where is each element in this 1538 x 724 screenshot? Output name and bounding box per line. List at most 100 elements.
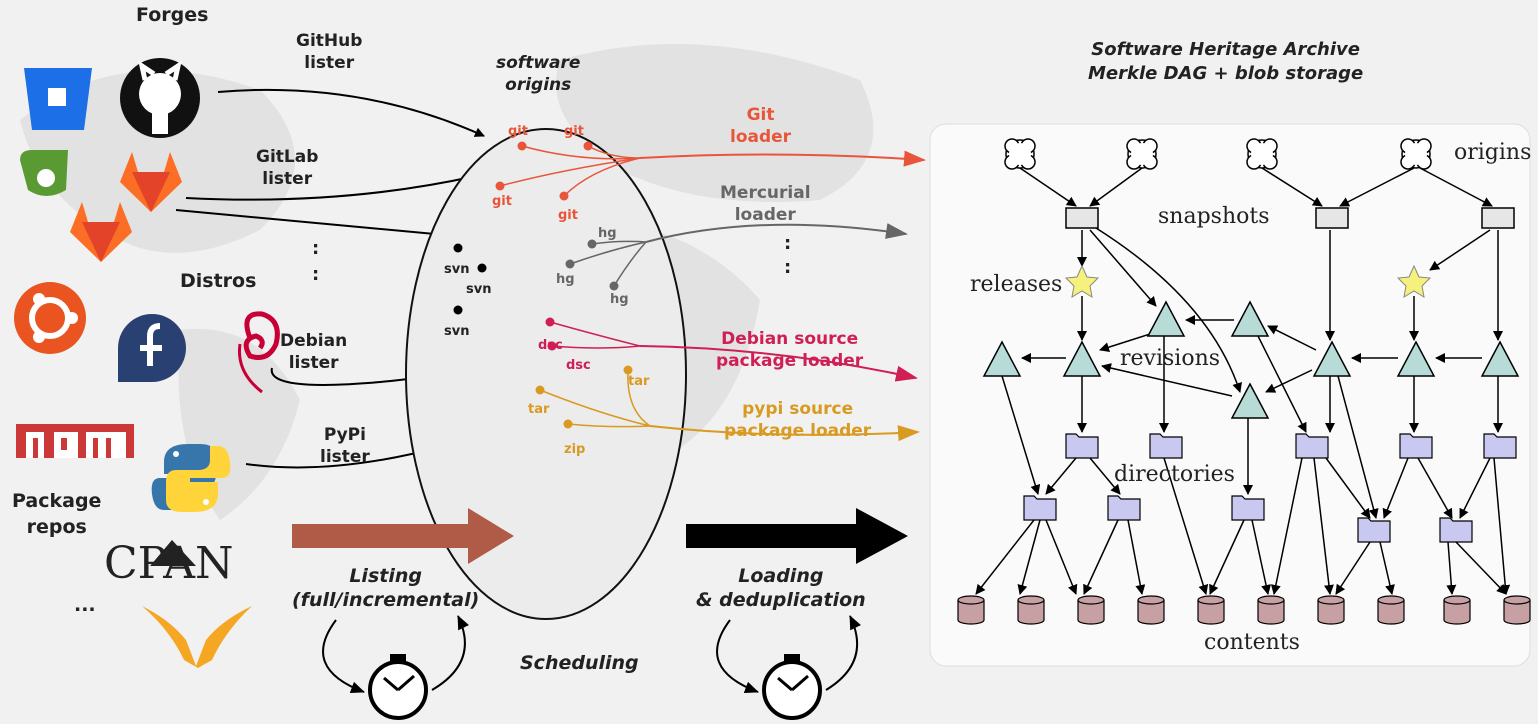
git-label: git [558,208,578,223]
snapshot-node [1481,207,1515,229]
directory-node [1065,433,1099,459]
ubuntu-icon [14,282,86,354]
mercurial-loader: Mercurial loader [720,183,811,225]
gitlab-lister: GitLab lister [256,147,319,189]
git-label: git [564,124,584,139]
hg-origin-dots [565,239,619,291]
dsc-label: dsc [566,358,591,373]
hg-label: hg [556,272,575,287]
debian-icon [237,311,280,394]
origin-node [1400,138,1432,170]
origin-node [1246,138,1278,170]
software-origins-set [405,128,687,620]
directory-node [1107,495,1141,521]
revision-node [1230,300,1270,337]
software-origins-title: software origins [496,53,581,95]
archive-title: Software Heritage Archive Merkle DAG + b… [1088,39,1364,84]
origin-node [1126,138,1158,170]
loading-label: Loading & deduplication [696,565,866,611]
git-loader: Git loader [730,105,792,147]
content-blob-node [1377,595,1405,625]
release-node [1064,264,1100,298]
scheduling-label: Scheduling [520,652,639,674]
directory-node [1357,517,1391,543]
listers-dots-2: : [312,264,320,285]
loading-arrow [686,508,908,564]
loaders-dots: : [784,233,792,254]
package-repos-heading: Package repos [12,490,102,538]
listing-label: Listing (full/incremental) [292,565,480,611]
pypi-lister: PyPi lister [320,425,370,467]
hg-label: hg [610,292,629,307]
fdroid-or-vim-logo [142,606,252,668]
distros-heading: Distros [180,270,257,292]
revision-node [1146,300,1186,337]
git-origin-dots [495,141,593,201]
dsc-origins [549,321,918,382]
content-blob-node [1443,595,1471,625]
directory-node [1483,433,1517,459]
gitlab-icon-2 [70,202,132,262]
listing-arrow [292,508,514,564]
svn-label: svn [444,262,470,277]
tar-label: tar [528,402,550,417]
npm-icon [16,424,134,458]
git-label: git [492,194,512,209]
directory-node [1439,517,1473,543]
content-blob-node [1017,595,1045,625]
origin-node [1004,138,1036,170]
svn-origin-dots [453,243,487,315]
github-lister: GitHub lister [296,31,363,73]
fedora-icon [118,314,186,382]
directory-node [1149,433,1183,459]
content-blob-node [957,595,985,625]
svn-label: svn [466,282,492,297]
python-icon [151,444,231,512]
merkle-dag [957,138,1531,625]
pypi-origins [539,369,920,442]
hg-label: hg [598,226,617,241]
release-node [1396,264,1432,298]
directories-label: directories [1114,462,1235,487]
svn-label: svn [444,324,470,339]
dsc-label: dsc [538,338,563,353]
directory-node [1295,433,1329,459]
revisions-label: revisions [1120,346,1221,371]
revision-node [1480,340,1520,377]
revision-node [1312,340,1352,377]
contents-label: contents [1204,630,1300,655]
dsc-origin-dots [545,317,557,351]
debian-loader: Debian source package loader [716,329,864,371]
gogs-icon [20,150,68,196]
loading-clock-icon [716,615,862,720]
cpan-logo: CPAN [104,538,234,589]
releases-label: releases [970,272,1063,297]
snapshot-node [1065,207,1099,229]
loaders-dots-2: : [784,257,792,278]
revision-node [1230,382,1270,419]
revision-node [1396,340,1436,377]
content-blob-node [1257,595,1285,625]
directory-node [1023,495,1057,521]
debian-lister: Debian lister [280,331,348,373]
tar-label: tar [628,374,650,389]
forges-heading: Forges [136,4,209,26]
hg-origins [569,223,908,287]
content-blob-node [1137,595,1165,625]
listing-clock-icon [322,615,470,720]
git-origins [499,145,926,197]
pypi-loader: pypi source package loader [724,399,872,441]
github-icon [120,58,200,138]
content-blob-node [1317,595,1345,625]
directory-node [1231,495,1265,521]
listers-dots: : [312,238,320,259]
git-label: git [508,124,528,139]
content-blob-node [1503,595,1531,625]
origins-label: origins [1454,140,1532,165]
directory-node [1399,433,1433,459]
content-blob-node [1197,595,1225,625]
zip-label: zip [564,442,586,457]
gitlab-icon [120,152,182,212]
revision-node [982,340,1022,377]
